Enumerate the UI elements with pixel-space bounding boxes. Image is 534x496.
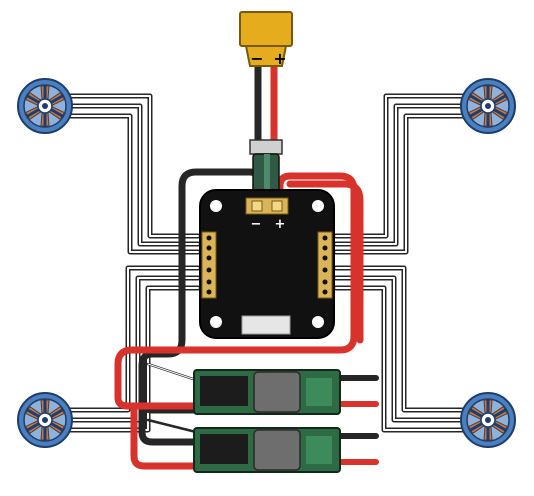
battery-leads (254, 62, 278, 144)
capacitor-icon (249, 139, 283, 206)
motor-icon-top-left (16, 77, 74, 135)
power-board-icon: − + (199, 189, 335, 339)
esc-signal-wires (146, 362, 198, 434)
pad-minus-label: − (251, 217, 262, 232)
positive-wire (114, 172, 364, 470)
pad-plus-label: + (275, 217, 286, 232)
motor-wires-top-left (67, 93, 201, 255)
motor-wires-bottom-left (67, 265, 201, 433)
esc-icon-1 (193, 369, 341, 415)
motor-icon-bottom-right (459, 391, 517, 449)
connector-plus-label: + (273, 49, 286, 68)
esc-icon-2 (193, 427, 341, 473)
esc-output-wires (333, 375, 379, 465)
connector-minus-label: − (250, 49, 263, 68)
motor-icon-top-right (459, 77, 517, 135)
motor-icon-bottom-left (16, 391, 74, 449)
xt60-connector-icon: − + (239, 11, 293, 68)
